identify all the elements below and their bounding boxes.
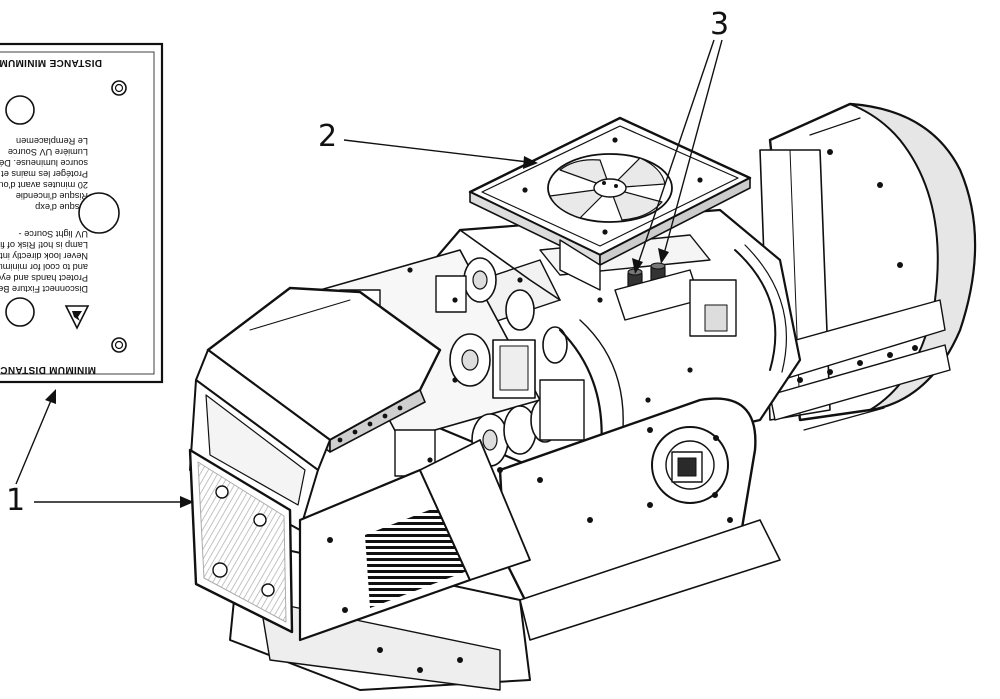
warning-triangle-icon — [64, 305, 90, 330]
front-head-cover — [189, 286, 442, 531]
plate-screw-icon — [111, 337, 127, 353]
fixture-body — [188, 102, 977, 691]
plate-heading-bottom: MINIMUM DISTANCE — [0, 364, 96, 375]
plate-line: source lumineuse. Déconne — [0, 158, 88, 168]
plate-line: Risque d'exp — [35, 202, 88, 212]
front-label-panel — [188, 448, 294, 634]
callout-number: 3 — [710, 7, 729, 42]
plate-line: Risque d'incendie — [16, 191, 88, 201]
plate-line: Protéger les mains et les — [0, 169, 88, 179]
plate-line: and to cool for minimum 20 — [0, 262, 88, 272]
plate-hole-icon — [5, 95, 35, 125]
callout-2: 2 — [318, 119, 538, 169]
plate-line: UV light Source - — [19, 229, 88, 239]
arrowhead-icon — [523, 156, 538, 169]
plate-heading-top: DISTANCE MINIMUME — [0, 57, 102, 68]
warning-label-plate: MINIMUM DISTANCE DISTANCE MINIMUME Disco… — [0, 42, 164, 384]
plate-line: Protect hands and eyes. A — [0, 273, 88, 283]
plate-hole-icon — [5, 297, 35, 327]
callout-3: 3 — [632, 7, 729, 274]
plate-line: Le Remplacemen — [16, 136, 88, 146]
plate-line: Never look directly into the li — [0, 251, 88, 261]
callout-number: 1 — [6, 483, 25, 518]
heatsink-fins — [759, 299, 951, 421]
plate-line: Disconnect Fixture Before R — [0, 284, 88, 294]
plate-line: Lumière UV Source — [8, 147, 88, 157]
leader-line — [663, 39, 723, 255]
plate-line: Lamp is hot! Risk of fire. Use — [0, 240, 88, 250]
arrowhead-icon — [180, 496, 194, 508]
leader-line — [15, 397, 53, 485]
callout-number: 2 — [318, 119, 337, 154]
callout-1: 1 — [6, 389, 194, 518]
fan-blade-icon — [549, 157, 666, 221]
cooling-fan — [468, 116, 752, 291]
yoke-lock-icon — [671, 451, 703, 483]
plate-screw-icon — [111, 80, 127, 96]
arrowhead-icon — [45, 389, 56, 404]
plate-hole-icon — [78, 192, 120, 234]
leader-line — [637, 39, 715, 265]
leader-line — [343, 139, 529, 163]
arrowhead-icon — [658, 248, 669, 264]
vent-grille — [298, 439, 531, 642]
plate-line: 20 minutes avant d'ouvrir — [0, 180, 88, 190]
arrowhead-icon — [632, 258, 643, 274]
plate-warning-text: Disconnect Fixture Before R Protect hand… — [0, 136, 88, 294]
